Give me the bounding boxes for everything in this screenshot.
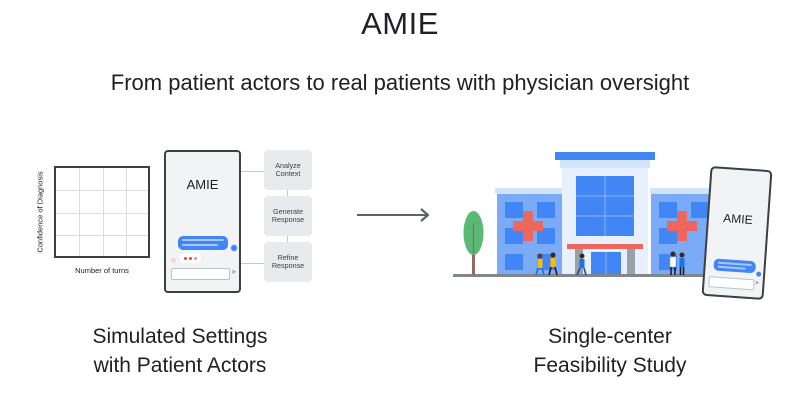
message-line <box>182 244 218 246</box>
arrow-right-icon <box>357 208 430 222</box>
grid-line <box>56 190 148 191</box>
user-avatar-icon <box>756 271 762 277</box>
page-title: AMIE <box>361 6 439 41</box>
caption-line: Simulated Settings <box>92 325 268 348</box>
connector-line <box>287 190 288 196</box>
chat-input[interactable] <box>708 276 755 291</box>
step-label: Context <box>275 169 301 178</box>
caption-line: with Patient Actors <box>93 354 267 377</box>
left-caption: Simulated Settings with Patient Actors <box>60 322 300 380</box>
chart-x-label: Number of turns <box>75 266 129 275</box>
red-cross-icon <box>513 211 543 241</box>
chart-y-label: Confidence of Diagnosis <box>35 171 45 253</box>
send-icon[interactable]: ➤ <box>231 269 237 276</box>
grid-line <box>56 235 148 236</box>
caption-line: Single-center <box>548 325 672 348</box>
grid-line <box>103 168 104 256</box>
chat-input[interactable] <box>171 268 230 280</box>
amie-phone-simulated: AMIE ➤ <box>164 150 241 293</box>
step-label: Analyze <box>275 161 301 170</box>
step-label: Refine <box>277 253 299 262</box>
center-tower <box>555 152 655 274</box>
step-label: Response <box>271 215 305 224</box>
connector-line <box>287 236 288 242</box>
grid-line <box>79 168 80 256</box>
user-avatar-icon <box>230 244 238 252</box>
message-line <box>182 239 224 241</box>
connector-line <box>241 263 264 264</box>
left-wing <box>495 188 570 274</box>
right-caption: Single-center Feasibility Study <box>490 322 730 380</box>
step-label: Response <box>271 261 305 270</box>
user-message-bubble <box>178 236 228 250</box>
confidence-chart <box>54 166 150 258</box>
send-icon[interactable]: ➤ <box>754 280 760 287</box>
red-cross-icon <box>667 211 697 241</box>
step-label: Generate <box>273 207 303 216</box>
user-message-bubble <box>713 258 757 274</box>
ground-line <box>453 274 718 277</box>
grid-line <box>56 213 148 214</box>
connector-line <box>241 171 264 172</box>
amie-phone-realworld: AMIE ➤ <box>701 165 773 301</box>
phone-title: AMIE <box>186 177 219 192</box>
typing-dots-icon <box>179 253 201 263</box>
grid-line <box>126 168 127 256</box>
caption-line: Feasibility Study <box>533 354 687 377</box>
hospital-illustration <box>453 152 725 277</box>
phone-title: AMIE <box>722 211 754 228</box>
page-subtitle: From patient actors to real patients wit… <box>110 70 690 95</box>
people-figures <box>535 251 685 276</box>
message-line <box>717 265 746 270</box>
tree-icon <box>463 211 484 275</box>
amie-avatar-icon <box>171 258 176 263</box>
